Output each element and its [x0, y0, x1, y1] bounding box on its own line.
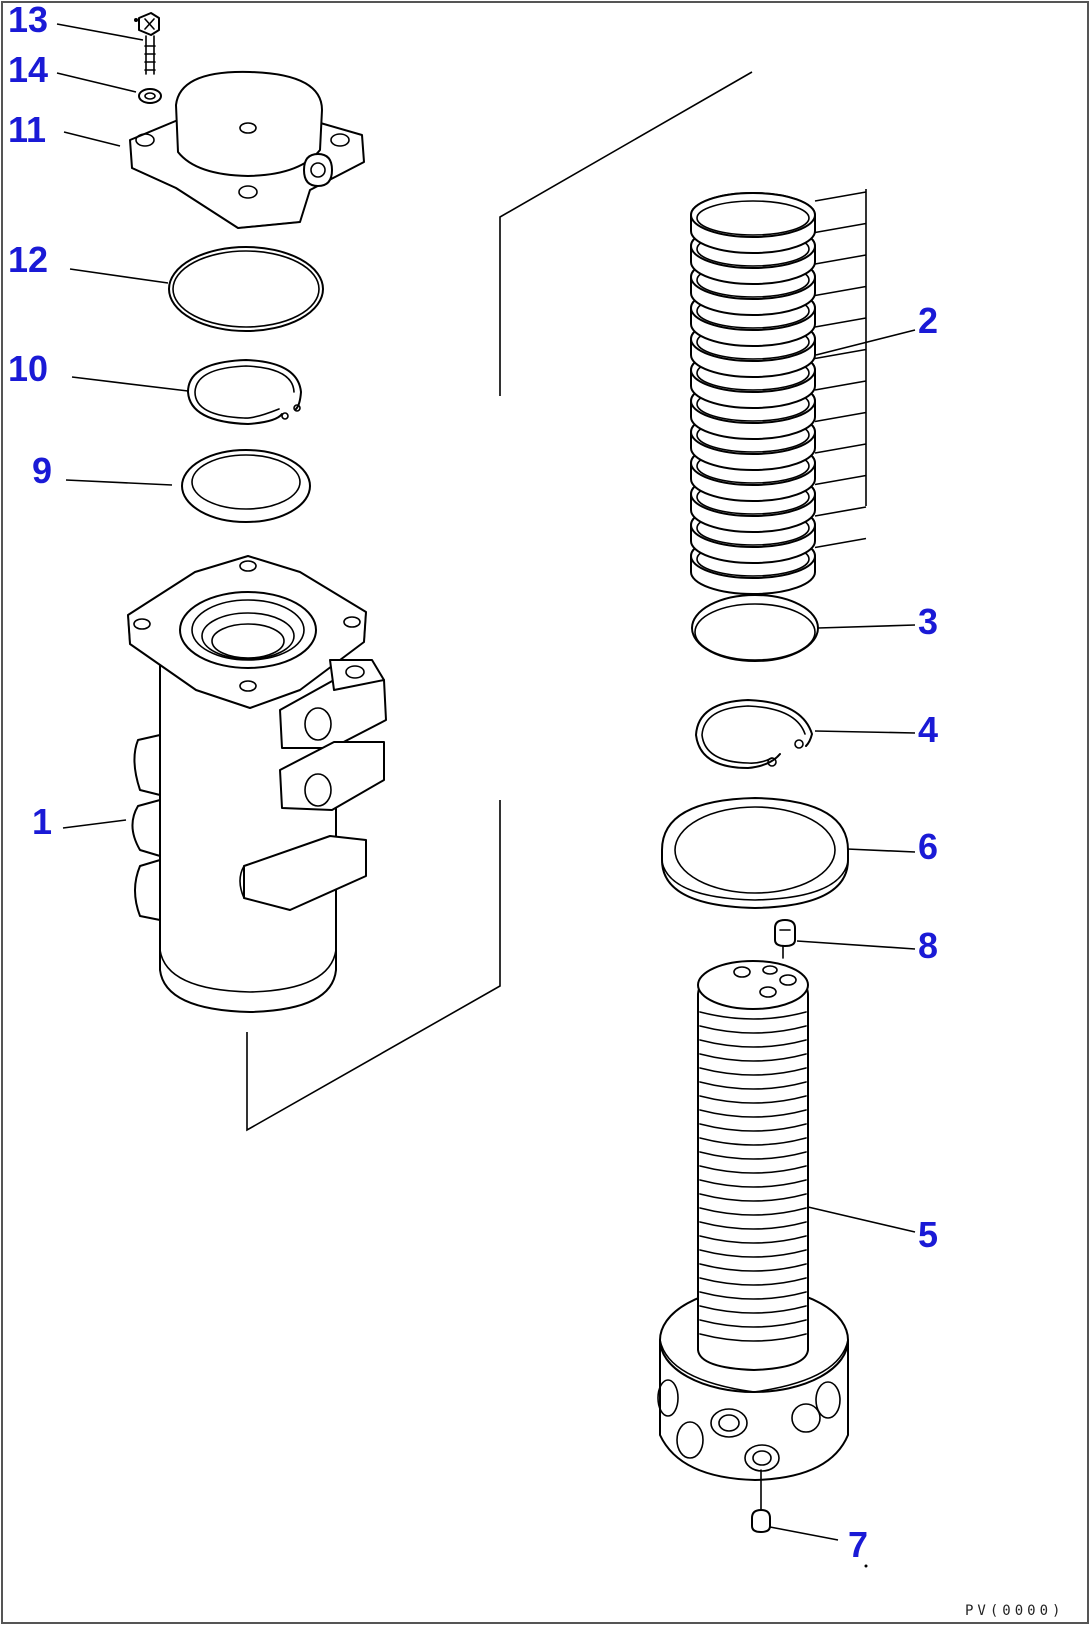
drawing-code: PV(0000) — [965, 1603, 1064, 1619]
part-12-o-ring — [168, 246, 324, 332]
callout-6: 6 — [918, 826, 938, 867]
callout-1: 1 — [32, 801, 52, 842]
part-14-washer — [138, 88, 162, 104]
part-10-snap-ring — [187, 359, 302, 425]
callout-14: 14 — [8, 49, 48, 90]
callout-11: 11 — [8, 109, 46, 150]
callout-5: 5 — [918, 1214, 938, 1255]
part-4-snap-ring — [695, 699, 813, 769]
part-3-ring — [691, 594, 819, 662]
part-13-bolt — [138, 12, 160, 75]
part-6-ring — [661, 797, 849, 909]
callout-13: 13 — [8, 0, 48, 40]
callout-9: 9 — [32, 450, 52, 491]
callout-4: 4 — [918, 709, 938, 750]
part-1-swivel-body — [127, 555, 387, 1013]
part-9-ring — [181, 449, 311, 523]
part-8-plug — [774, 919, 796, 959]
callout-3: 3 — [918, 601, 938, 642]
callout-12: 12 — [8, 239, 48, 280]
callout-7: 7 — [848, 1524, 868, 1565]
callout-10: 10 — [8, 348, 48, 389]
part-11-cover — [129, 70, 365, 229]
callout-8: 8 — [918, 925, 938, 966]
shaft-grooves — [699, 1011, 807, 1342]
assembly-bracket-lines — [246, 71, 753, 1132]
seal-ring — [690, 192, 816, 254]
part-5-swivel-shaft — [657, 960, 849, 1481]
leader-lines — [56, 18, 916, 1568]
part-2-seal-rings — [690, 189, 867, 595]
callout-labels: 13 14 11 12 10 9 1 2 3 4 6 8 5 7 — [8, 0, 938, 1565]
callout-2: 2 — [918, 300, 938, 341]
part-7-plug — [751, 1469, 771, 1533]
